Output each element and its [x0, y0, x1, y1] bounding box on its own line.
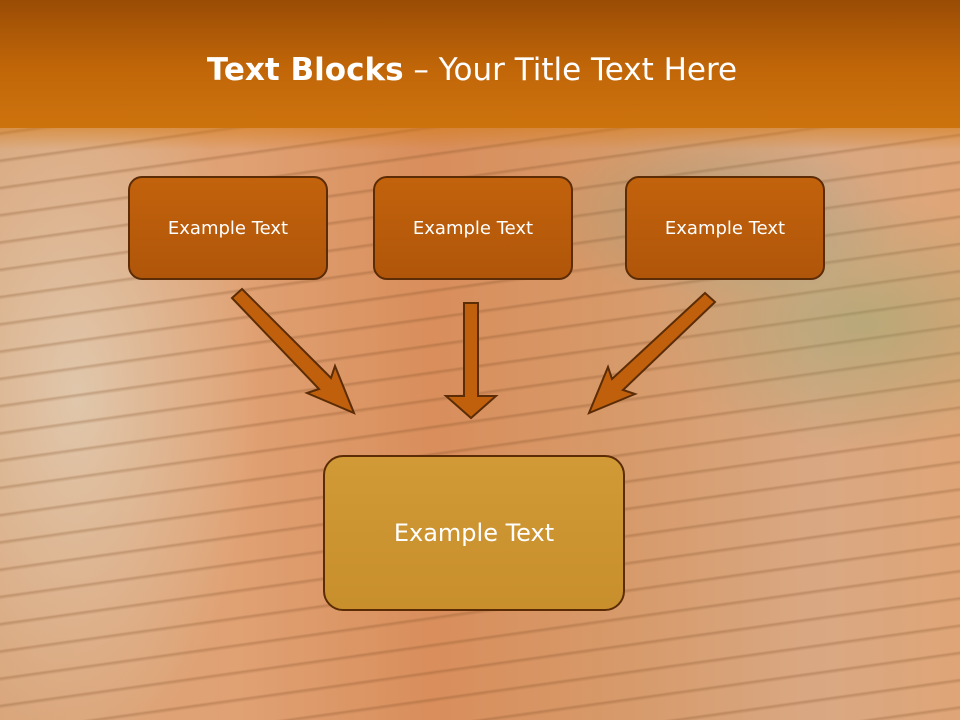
title-regular-part: Your Title Text Here: [438, 52, 738, 88]
slide-title: Text Blocks – Your Title Text Here: [0, 52, 944, 88]
text-block-2[interactable]: Example Text: [373, 176, 573, 280]
title-bold-part: Text Blocks: [206, 52, 404, 88]
title-band: [0, 0, 960, 128]
text-block-3[interactable]: Example Text: [625, 176, 825, 280]
text-block-2-label: Example Text: [412, 217, 534, 239]
title-separator: –: [403, 52, 439, 88]
text-block-main-label: Example Text: [393, 519, 555, 547]
arrow-center: [443, 302, 499, 420]
text-block-3-label: Example Text: [664, 217, 786, 239]
arrow-left: [230, 287, 356, 415]
text-block-main[interactable]: Example Text: [323, 455, 625, 611]
text-block-1[interactable]: Example Text: [128, 176, 328, 280]
text-block-1-label: Example Text: [167, 217, 289, 239]
arrow-right: [587, 291, 717, 415]
